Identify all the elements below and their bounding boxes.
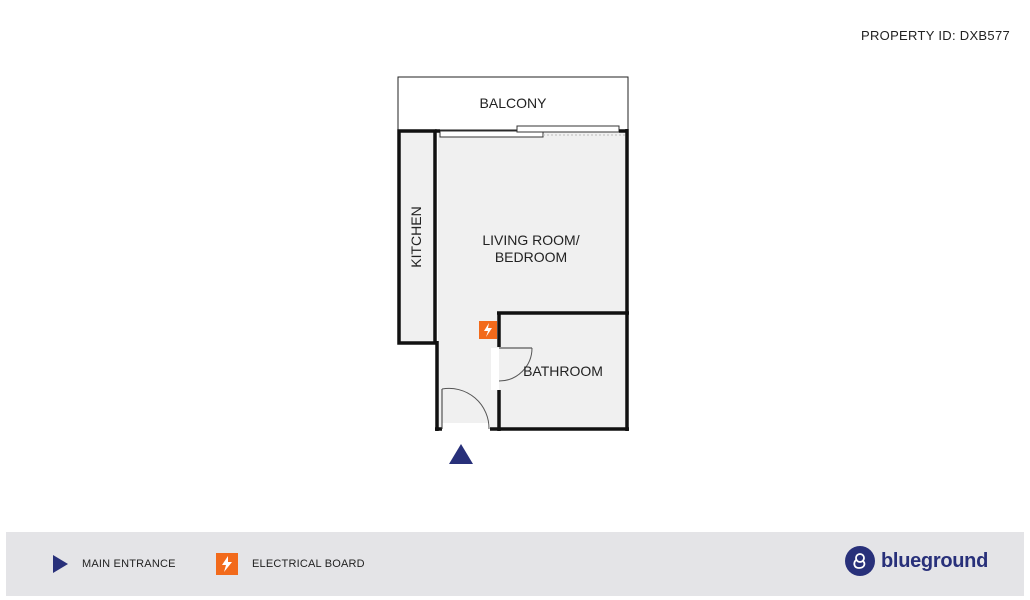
bathroom-door-swing (498, 347, 533, 382)
lightning-icon (216, 553, 238, 575)
property-id: PROPERTY ID: DXB577 (861, 28, 1010, 43)
entrance-door-swing (441, 387, 490, 430)
kitchen-floor (400, 132, 434, 342)
lightning-icon (484, 323, 492, 337)
legend-bar: MAIN ENTRANCE ELECTRICAL BOARD bluegroun… (6, 532, 1024, 596)
legend-main-entrance: MAIN ENTRANCE (53, 532, 176, 596)
living-room-label-line2: BEDROOM (495, 249, 567, 265)
floor-plan: BALCONY KITCHEN LIVING ROOM/ BEDROOM BAT… (397, 76, 629, 464)
bathroom-floor (500, 315, 627, 428)
balcony-label: BALCONY (480, 95, 548, 111)
legend-electrical-board: ELECTRICAL BOARD (216, 532, 365, 596)
kitchen-label: KITCHEN (408, 206, 424, 267)
electrical-board-marker (479, 321, 497, 339)
legend-main-entrance-label: MAIN ENTRANCE (82, 558, 176, 570)
legend-electrical-board-label: ELECTRICAL BOARD (252, 558, 365, 570)
entrance-opening (442, 423, 490, 433)
brand-name: blueground (881, 549, 988, 572)
kitchen-walls (397, 129, 437, 345)
living-room-label-line1: LIVING ROOM/ (482, 232, 579, 248)
balcony-area (397, 76, 629, 131)
brand-logo: blueground (845, 546, 988, 576)
bathroom-label: BATHROOM (523, 363, 603, 379)
main-entrance-marker-icon (449, 444, 473, 464)
bathroom-door-opening (491, 348, 499, 390)
blueground-logo-icon (845, 546, 876, 576)
triangle-marker-icon (53, 555, 68, 573)
sliding-door-left (439, 130, 544, 138)
sliding-door-right (516, 125, 620, 133)
